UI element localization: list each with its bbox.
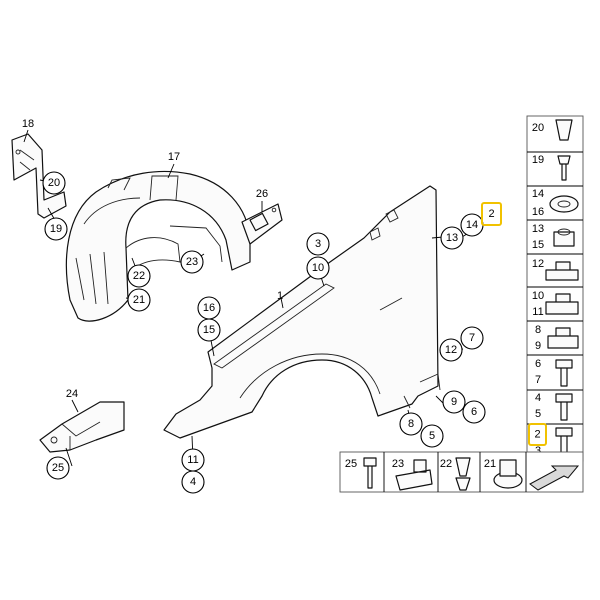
svg-text:2: 2 xyxy=(488,208,494,220)
part-24-lower-bracket: 24 xyxy=(39,388,125,453)
svg-text:4: 4 xyxy=(190,476,196,488)
parts-table-right: 20 19 14 16 13 15 12 10 11 8 9 6 7 4 5 xyxy=(526,115,584,462)
callout-2-highlighted: 2 xyxy=(481,202,502,226)
svg-text:9: 9 xyxy=(451,396,457,408)
label-18: 18 xyxy=(22,118,34,130)
svg-text:9: 9 xyxy=(535,340,541,352)
svg-text:3: 3 xyxy=(315,238,321,250)
nut-icon xyxy=(553,231,575,247)
svg-text:5: 5 xyxy=(535,408,541,420)
svg-text:23: 23 xyxy=(186,256,198,268)
svg-text:11: 11 xyxy=(532,306,543,318)
svg-text:8: 8 xyxy=(535,324,541,336)
clip-23-icon xyxy=(395,459,433,491)
svg-text:8: 8 xyxy=(408,418,414,430)
svg-text:13: 13 xyxy=(446,232,458,244)
svg-text:10: 10 xyxy=(532,290,544,302)
callout-9: 9 xyxy=(442,390,466,414)
svg-text:2: 2 xyxy=(534,429,540,441)
clip-nut-10-icon xyxy=(545,293,579,315)
part-18-bracket: 18 xyxy=(11,118,67,219)
svg-text:19: 19 xyxy=(50,223,62,235)
label-1: 1 xyxy=(277,290,283,302)
svg-text:7: 7 xyxy=(535,374,541,386)
bolt-25-icon xyxy=(363,457,377,489)
callout-20: 20 xyxy=(42,171,66,195)
svg-text:3: 3 xyxy=(535,445,541,457)
callout-13: 13 xyxy=(440,226,464,250)
label-17: 17 xyxy=(168,151,180,163)
callouts-main: 20 19 22 21 23 3 10 16 15 11 4 25 13 14 … xyxy=(42,171,502,494)
svg-text:14: 14 xyxy=(466,219,478,231)
svg-text:10: 10 xyxy=(312,262,324,274)
svg-text:12: 12 xyxy=(445,344,457,356)
svg-text:21: 21 xyxy=(484,458,496,470)
svg-text:21: 21 xyxy=(133,294,145,306)
svg-text:5: 5 xyxy=(429,430,435,442)
part-26-bracket-plate: 26 xyxy=(241,188,283,245)
svg-text:20: 20 xyxy=(532,122,544,134)
washer-icon xyxy=(549,195,579,213)
svg-text:6: 6 xyxy=(471,406,477,418)
svg-text:19: 19 xyxy=(532,154,544,166)
bolt-4-icon xyxy=(555,393,573,421)
callout-15: 15 xyxy=(197,318,221,342)
svg-text:12: 12 xyxy=(532,258,544,270)
callout-12: 12 xyxy=(439,338,463,362)
part-1-fender: 1 xyxy=(163,185,441,439)
callout-11: 11 xyxy=(181,448,205,472)
callout-4: 4 xyxy=(181,470,205,494)
clip-nut-8-icon xyxy=(547,327,579,349)
svg-text:13: 13 xyxy=(532,223,544,235)
svg-text:4: 4 xyxy=(535,392,541,404)
callout-19: 19 xyxy=(44,217,68,241)
svg-text:16: 16 xyxy=(532,206,544,218)
callout-16: 16 xyxy=(197,296,221,320)
clip-nut-12-icon xyxy=(545,261,579,281)
callout-25: 25 xyxy=(46,456,70,480)
svg-text:22: 22 xyxy=(440,458,452,470)
svg-text:25: 25 xyxy=(52,462,64,474)
callout-5: 5 xyxy=(420,424,444,448)
callout-10: 10 xyxy=(306,256,330,280)
svg-text:16: 16 xyxy=(203,302,215,314)
svg-text:11: 11 xyxy=(187,454,198,466)
push-clip-22-icon xyxy=(455,457,471,491)
callout-8: 8 xyxy=(399,412,423,436)
direction-arrow-icon xyxy=(529,465,580,491)
callout-6: 6 xyxy=(462,400,486,424)
callout-7: 7 xyxy=(460,326,484,350)
callout-22: 22 xyxy=(127,264,151,288)
callout-3: 3 xyxy=(306,232,330,256)
svg-text:25: 25 xyxy=(345,458,357,470)
part-17-wheel-arch-liner: 17 xyxy=(65,151,251,322)
svg-text:22: 22 xyxy=(133,270,145,282)
callout-21: 21 xyxy=(127,288,151,312)
callout-23: 23 xyxy=(180,250,204,274)
bolt-6-icon xyxy=(555,359,573,387)
svg-text:14: 14 xyxy=(532,188,544,200)
parts-table-bottom: 25 23 22 21 xyxy=(339,451,584,493)
svg-text:15: 15 xyxy=(532,239,544,251)
callout-14: 14 xyxy=(460,213,484,237)
svg-text:6: 6 xyxy=(535,358,541,370)
svg-text:23: 23 xyxy=(392,458,404,470)
svg-text:15: 15 xyxy=(203,324,215,336)
svg-text:7: 7 xyxy=(469,332,475,344)
label-26: 26 xyxy=(256,188,268,200)
clip-20-icon xyxy=(555,119,573,141)
label-24: 24 xyxy=(66,388,78,400)
screw-19-icon xyxy=(557,155,571,181)
svg-text:20: 20 xyxy=(48,177,60,189)
